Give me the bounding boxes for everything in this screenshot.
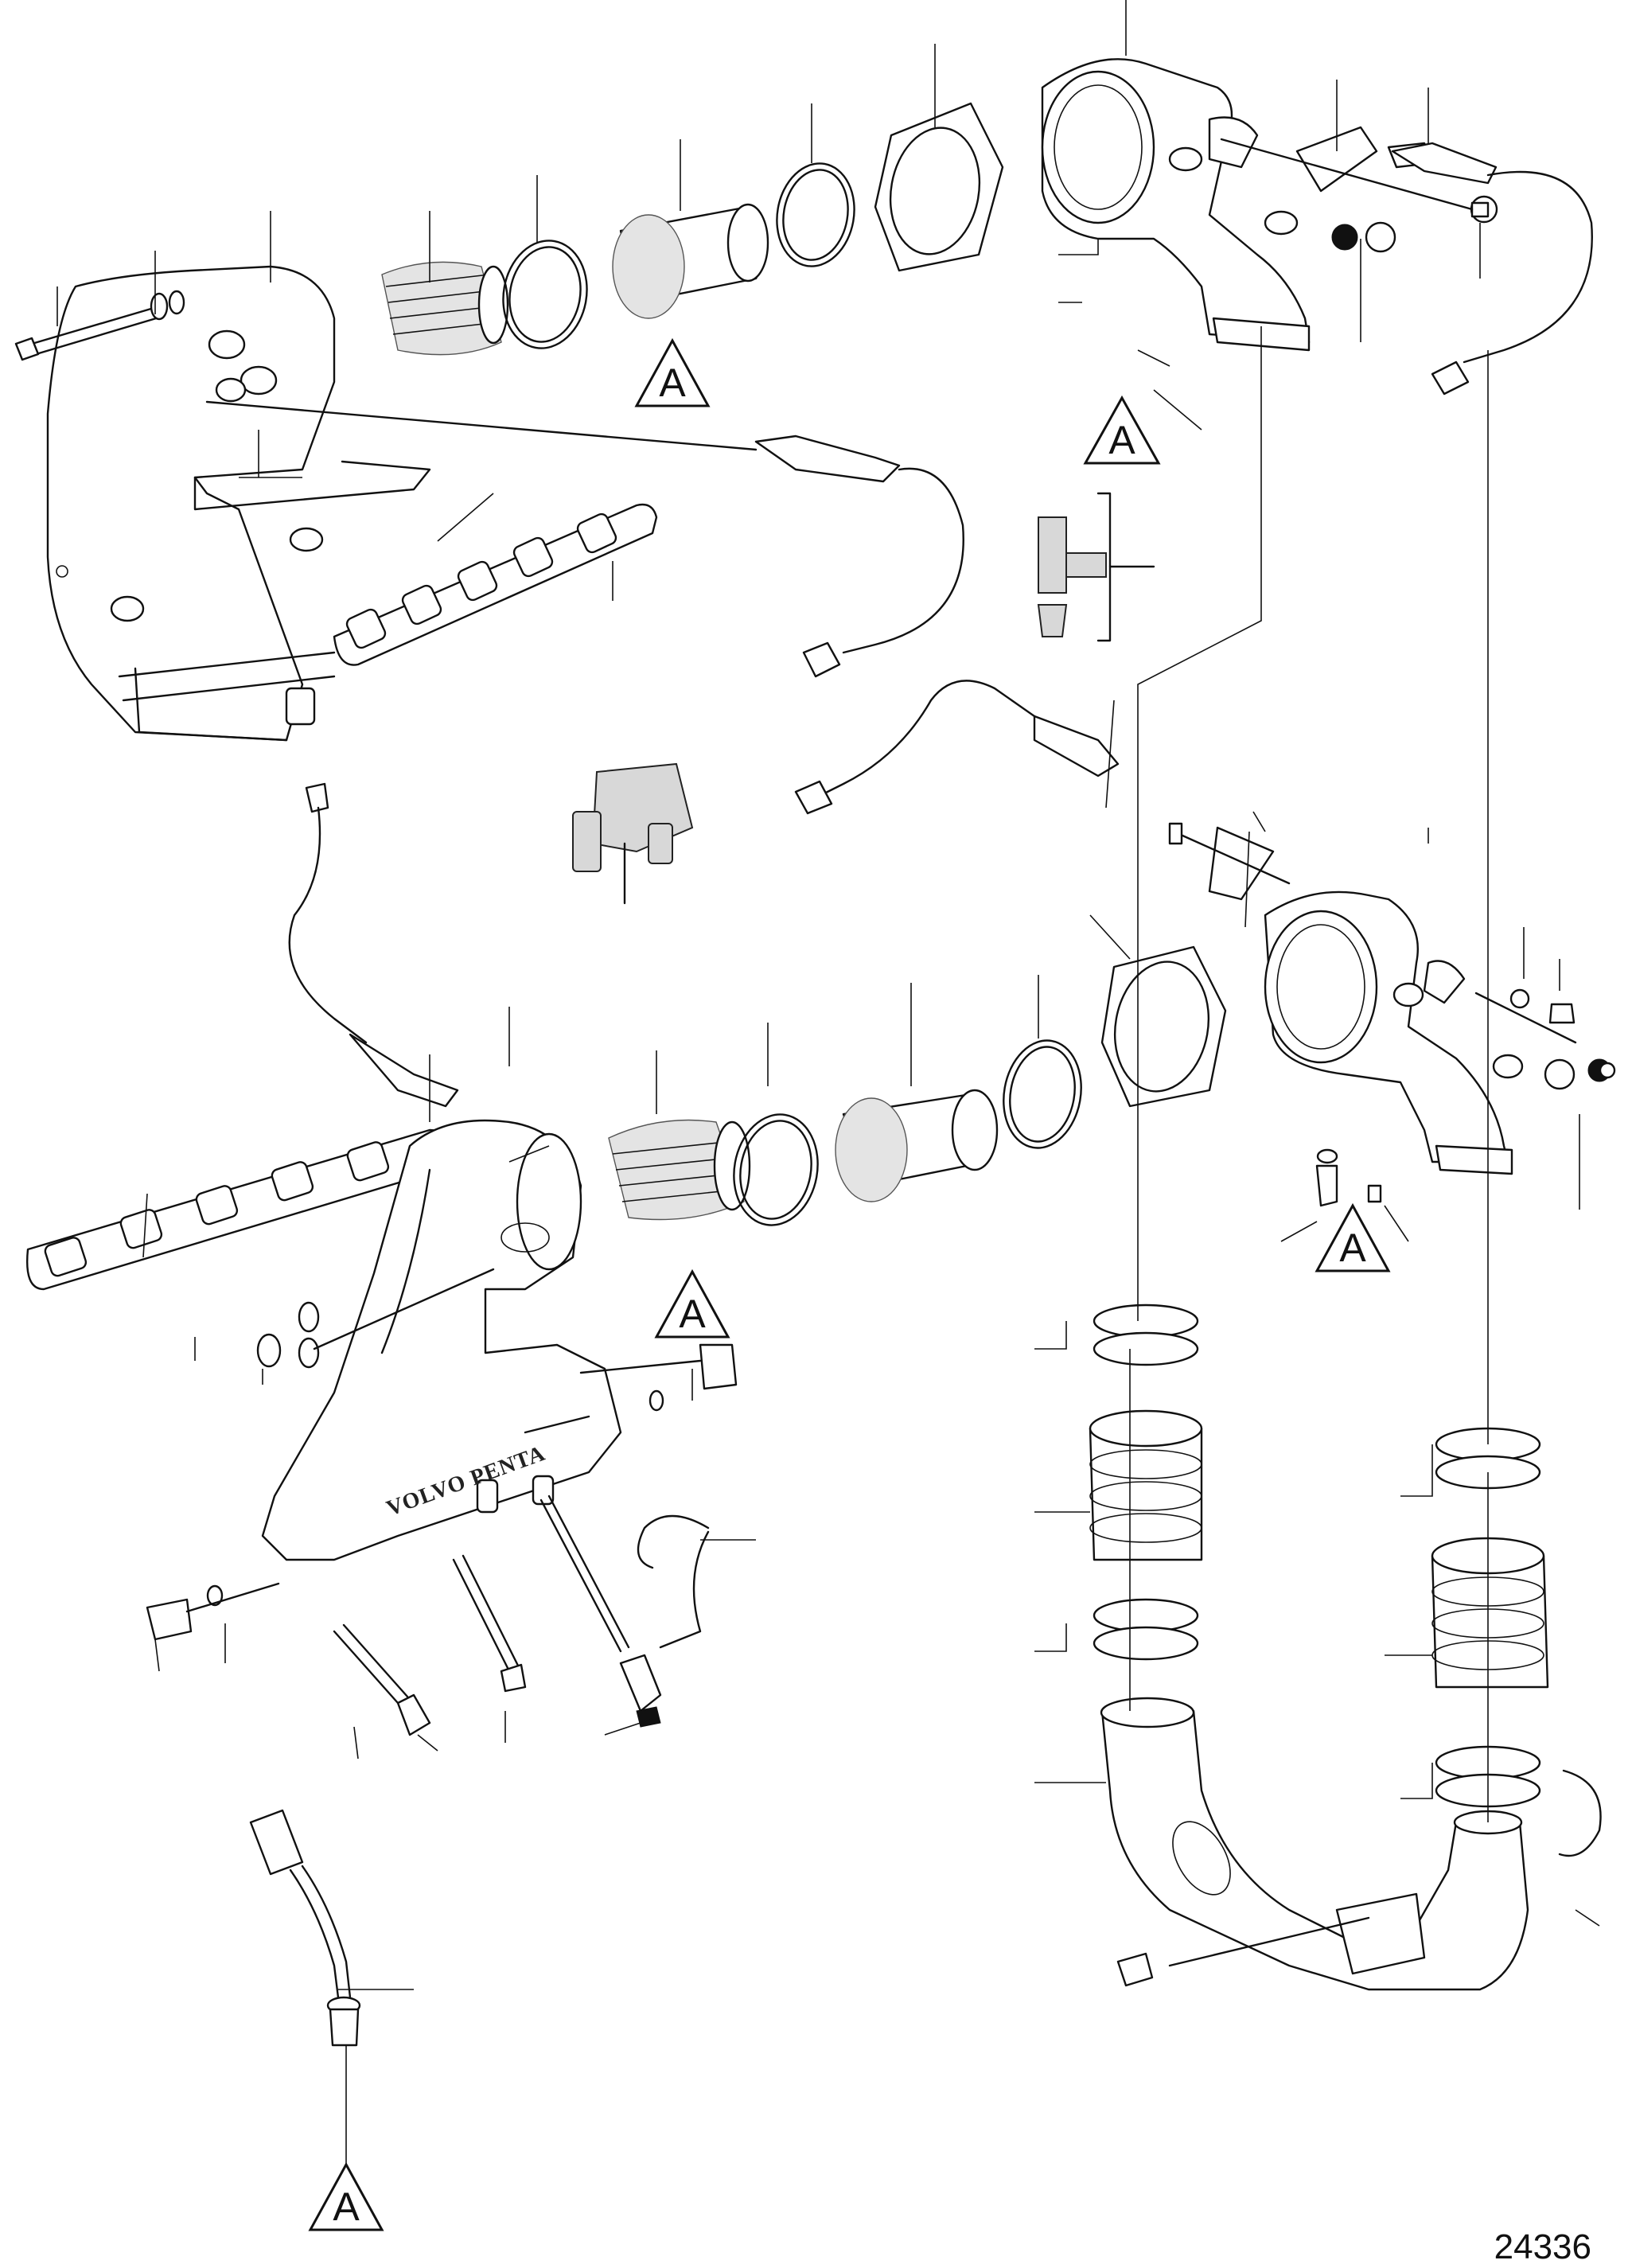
reference-triangle-icon: A [634,337,711,407]
thermostat-detail [572,762,694,905]
lower-gasket-ring-1 [733,1113,819,1226]
lower-catalyst-cylinder [835,1089,999,1202]
callout-a-1: A [659,360,686,405]
upper-oxygen-sensor [205,400,964,678]
t-fitting-detail [1037,492,1155,642]
callout-a-4: A [1339,1226,1366,1270]
upper-exhaust-manifold [46,265,431,742]
lower-drain-plugs [1315,1148,1382,1207]
upper-manifold-gasket [333,503,658,666]
figure-number: 24336 [1494,2227,1591,2266]
lower-right-fittings [1509,988,1616,1090]
reference-triangle-icon: A [308,2161,384,2231]
lower-mount-bracket [1168,822,1291,901]
lower-studs [333,1554,527,1736]
upper-right-oxygen-sensor [1391,142,1593,396]
lower-left-oxygen-sensor [288,782,459,1108]
upper-right-fittings [1220,126,1498,253]
lower-middle-oxygen-sensor [794,680,1120,815]
reference-triangle-icon: A [1083,395,1161,465]
callout-a-3: A [679,1292,706,1336]
upper-catalyst-cylinder [612,203,769,319]
lower-drain-hose [539,1494,710,1728]
upper-catalyst-mesh [381,261,509,356]
exhaust-y-pipe [1100,1697,1602,1991]
upper-flange-gasket [874,102,1004,272]
lower-catalyst-mesh [608,1119,751,1221]
lower-elbow-leader [1474,992,1577,1044]
reference-triangle-icon: A [1315,1202,1391,1272]
left-hose-stack [1089,1304,1203,1661]
lower-left-drain-plug [146,1582,280,1641]
upper-exhaust-elbow [1041,58,1311,352]
upper-gasket-ring-1 [502,240,588,349]
bottom-temperature-sensor [249,1809,361,2047]
lower-gasket-ring-2 [1003,1039,1082,1149]
lower-manifold-gasket [26,1128,447,1291]
leader-lines [56,0,1600,1990]
lower-manifold-fittings [256,1268,738,1412]
lower-exhaust-elbow [1264,890,1524,1175]
right-hose-stack [1431,1427,1549,1808]
callout-a-5: A [333,2184,360,2229]
upper-gasket-ring-2 [776,162,855,267]
callout-a-2: A [1108,418,1135,462]
lower-flange-gasket [1100,945,1227,1108]
reference-triangle-icon: A [654,1268,730,1339]
